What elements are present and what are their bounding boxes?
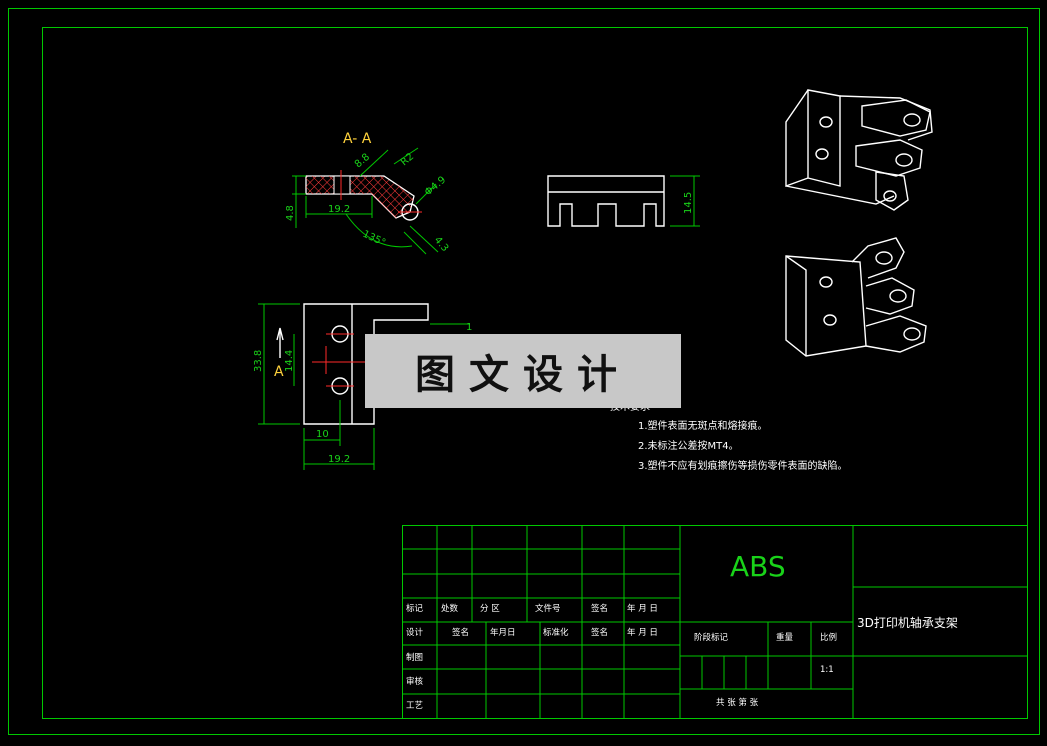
note-1: 1.塑件表面无斑点和熔接痕。 bbox=[638, 419, 768, 432]
note-2: 2.未标注公差按MT4。 bbox=[638, 439, 739, 452]
svg-text:比例: 比例 bbox=[820, 632, 837, 643]
dim-phi-4-9: Φ4.9 bbox=[423, 175, 448, 199]
dim-10: 10 bbox=[316, 429, 329, 440]
dim-19-2-top: 19.2 bbox=[328, 204, 350, 215]
svg-text:签名: 签名 bbox=[591, 603, 608, 614]
outer-frame bbox=[8, 8, 1040, 735]
svg-text:工艺: 工艺 bbox=[406, 701, 423, 711]
section-label: A- A bbox=[343, 131, 372, 147]
dim-135: 135° bbox=[361, 229, 387, 249]
dim-33-8: 33.8 bbox=[253, 350, 264, 372]
svg-text:1:1: 1:1 bbox=[820, 665, 834, 675]
dim-r2: R2 bbox=[399, 151, 416, 168]
dim-4-8: 4.8 bbox=[285, 205, 296, 221]
title-block: ABS 3D打印机轴承支架 标记 处数 分 区 文件号 签名 年 月 日 设计 … bbox=[402, 525, 1028, 719]
note-3: 3.塑件不应有划痕擦伤等损伤零件表面的缺陷。 bbox=[638, 459, 848, 472]
isometric-view-2 bbox=[785, 237, 927, 357]
material-label: ABS bbox=[730, 550, 786, 583]
svg-text:重量: 重量 bbox=[776, 632, 794, 643]
svg-text:共 张 第 张: 共 张 第 张 bbox=[716, 697, 759, 708]
svg-text:年 月 日: 年 月 日 bbox=[627, 627, 658, 638]
svg-text:标准化: 标准化 bbox=[543, 627, 569, 638]
section-view: A- A 4.8 19.2 8.8 R2 Φ4.9 135° bbox=[285, 131, 451, 255]
svg-text:处数: 处数 bbox=[441, 603, 459, 614]
side-view-outline bbox=[547, 175, 665, 227]
dim-19-2-bottom: 19.2 bbox=[328, 454, 350, 465]
part-name: 3D打印机轴承支架 bbox=[857, 615, 958, 630]
watermark-banner: 图文设计 bbox=[365, 334, 681, 408]
dim-4-3: 4.3 bbox=[432, 235, 451, 254]
svg-text:年 月 日: 年 月 日 bbox=[627, 603, 658, 614]
svg-text:签名: 签名 bbox=[591, 627, 608, 638]
section-gap bbox=[333, 175, 351, 195]
isometric-view-1 bbox=[785, 89, 933, 211]
view-marker: A bbox=[274, 364, 284, 380]
svg-text:设计: 设计 bbox=[406, 627, 424, 638]
svg-text:阶段标记: 阶段标记 bbox=[694, 632, 729, 643]
dim-14-5: 14.5 bbox=[683, 192, 694, 214]
svg-text:审核: 审核 bbox=[406, 676, 424, 687]
svg-text:文件号: 文件号 bbox=[535, 603, 561, 614]
dim-14-4: 14.4 bbox=[284, 350, 295, 372]
svg-text:签名: 签名 bbox=[452, 627, 469, 638]
dim-1: 1 bbox=[466, 322, 472, 333]
svg-text:制图: 制图 bbox=[406, 652, 423, 663]
side-view: 14.5 bbox=[547, 175, 700, 227]
svg-text:分 区: 分 区 bbox=[480, 604, 500, 614]
front-view: A 33.8 14.4 10 19.2 1 bbox=[253, 303, 472, 470]
front-view-outline bbox=[303, 303, 429, 425]
technical-notes: 技术要求 1.塑件表面无斑点和熔接痕。 2.未标注公差按MT4。 3.塑件不应有… bbox=[610, 400, 848, 472]
svg-text:年月日: 年月日 bbox=[490, 627, 516, 638]
svg-text:标记: 标记 bbox=[406, 603, 424, 614]
